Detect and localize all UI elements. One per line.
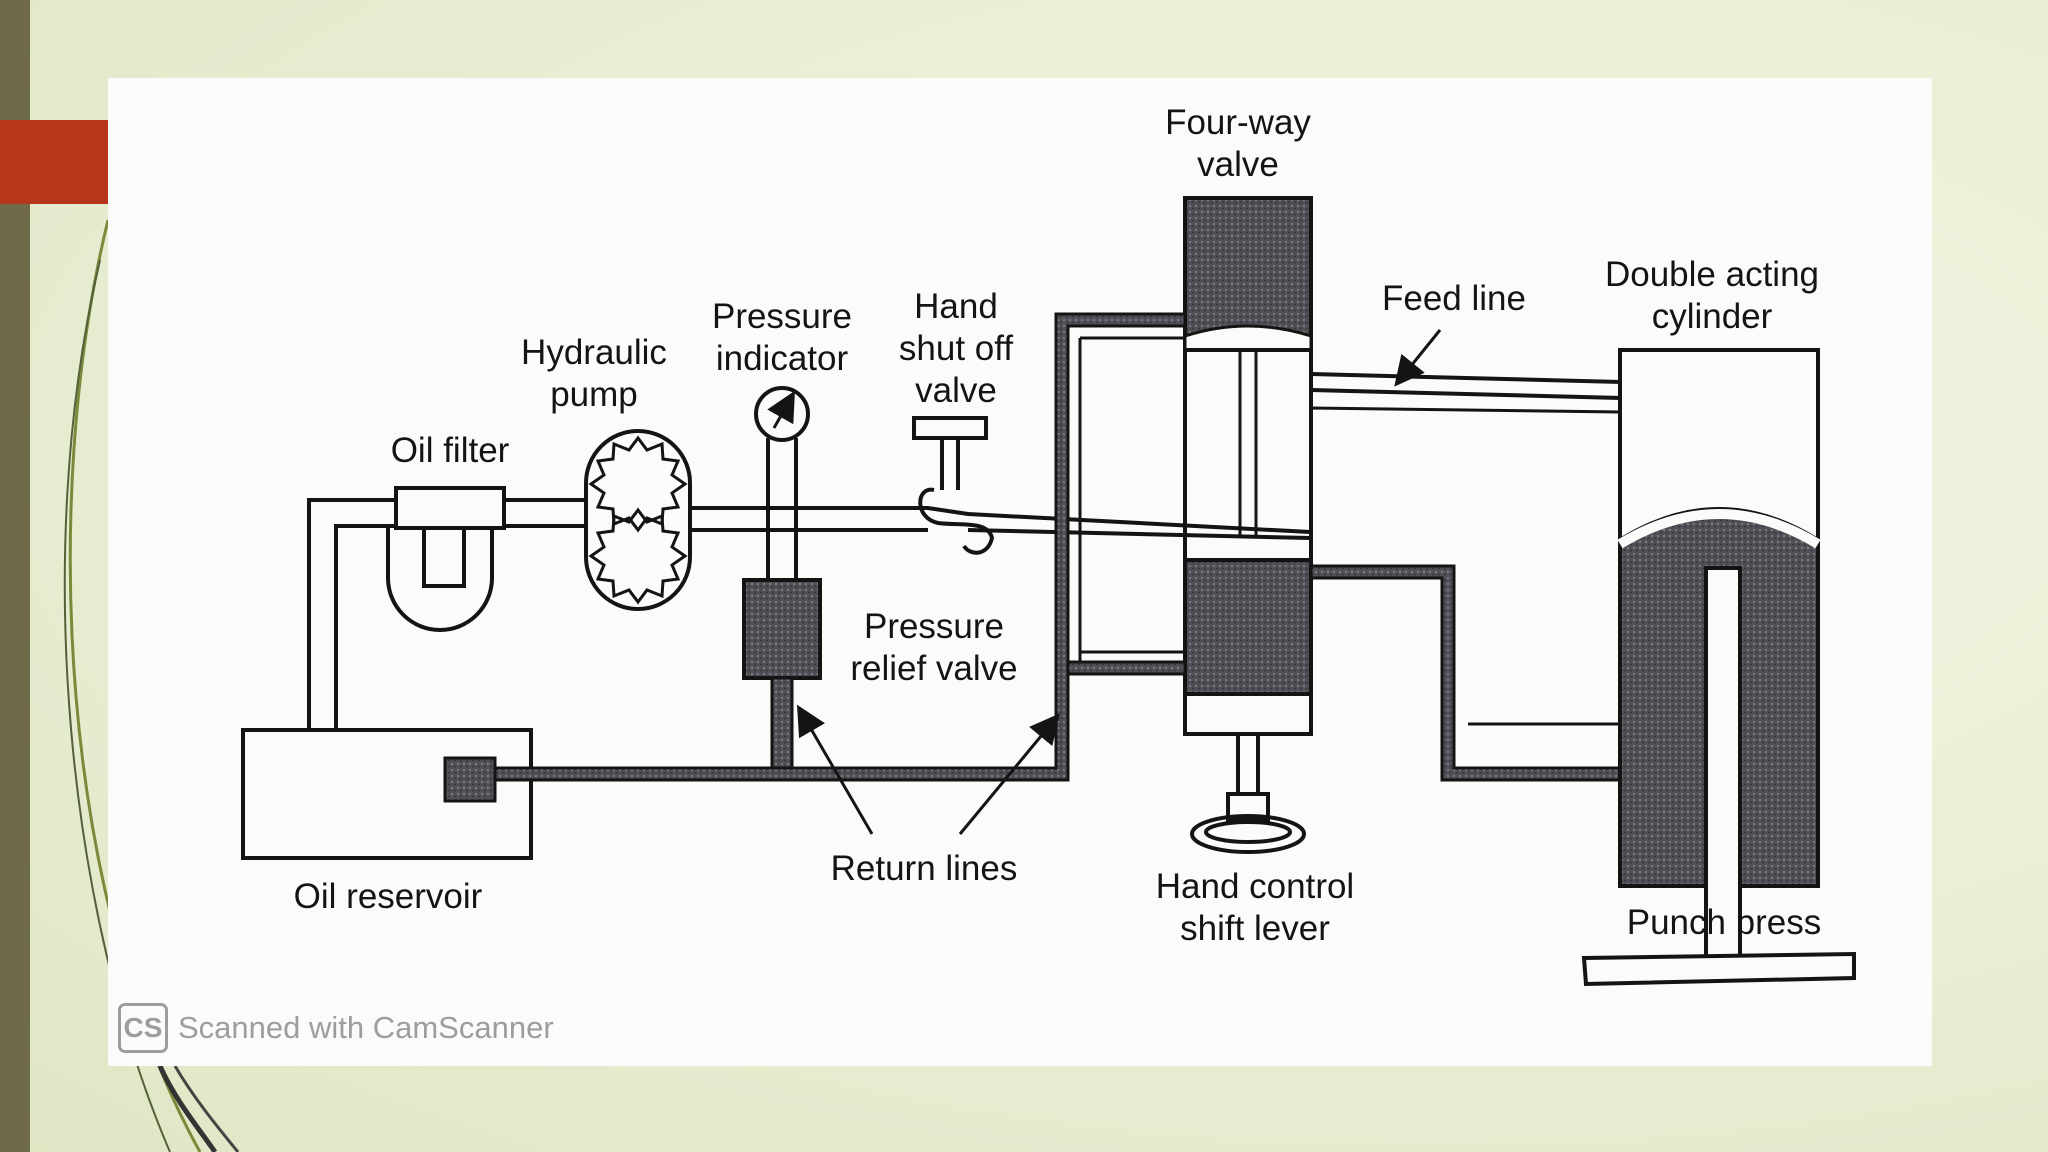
watermark-text: Scanned with CamScanner [178, 1010, 554, 1045]
suction-line [307, 498, 396, 730]
label-feed-line: Feed line [1382, 279, 1526, 318]
pressure-line-pump [504, 498, 586, 528]
label-four-way-line2: valve [1197, 145, 1279, 184]
return-line-reservoir-inlet [443, 756, 497, 803]
label-punch-press: Punch press [1627, 903, 1822, 942]
return-line-inner [1078, 336, 1185, 662]
four-way-valve [1183, 196, 1313, 736]
label-hand-control-line1: Hand control [1156, 867, 1354, 906]
double-acting-cylinder [1617, 348, 1821, 970]
label-hydraulic-pump-line2: pump [550, 375, 638, 414]
relief-valve-outlet [770, 676, 794, 770]
label-hand-control-line2: shift lever [1180, 909, 1330, 948]
oil-filter [386, 486, 506, 632]
cylinder-supply-line [1309, 406, 1622, 546]
label-pressure-relief-line2: relief valve [850, 649, 1017, 688]
camscanner-logo-icon: CS [118, 1003, 168, 1053]
scanned-page: Oil filter Hydraulic pump Pressure indic… [108, 78, 1932, 1066]
pressure-indicator [754, 386, 810, 578]
label-hand-shutoff-line1: Hand [914, 287, 998, 326]
feed-line [1310, 350, 1622, 410]
label-hand-shutoff-line3: valve [915, 371, 997, 410]
label-pressure-indicator-line1: Pressure [712, 297, 852, 336]
return-lines-arrow-left [796, 704, 874, 835]
label-oil-reservoir: Oil reservoir [294, 877, 483, 916]
camscanner-watermark: CS Scanned with CamScanner [118, 1000, 554, 1056]
label-four-way-line1: Four-way [1165, 103, 1311, 142]
pressure-relief-valve [742, 578, 822, 680]
label-pressure-indicator-line2: indicator [716, 339, 849, 378]
hydraulic-system-diagram: Oil filter Hydraulic pump Pressure indic… [241, 103, 1856, 987]
label-hand-shutoff-line2: shut off [899, 329, 1013, 368]
oil-reservoir-tank [241, 728, 533, 860]
label-return-lines: Return lines [831, 849, 1018, 888]
hydraulic-pump [584, 429, 692, 611]
pressure-line-main [690, 506, 1311, 540]
label-oil-filter: Oil filter [391, 431, 510, 470]
label-double-acting-line1: Double acting [1605, 255, 1819, 294]
label-double-acting-line2: cylinder [1652, 297, 1773, 336]
label-pressure-relief-line1: Pressure [864, 607, 1004, 646]
punch-press-platen [1581, 951, 1856, 987]
feed-line-arrow [1394, 329, 1442, 387]
hand-control-shift-lever [1190, 734, 1306, 854]
label-hydraulic-pump-line1: Hydraulic [521, 333, 667, 372]
return-lines-arrow-right [958, 713, 1060, 835]
slide-accent-tab [0, 120, 110, 204]
hand-shutoff-valve [912, 416, 995, 555]
